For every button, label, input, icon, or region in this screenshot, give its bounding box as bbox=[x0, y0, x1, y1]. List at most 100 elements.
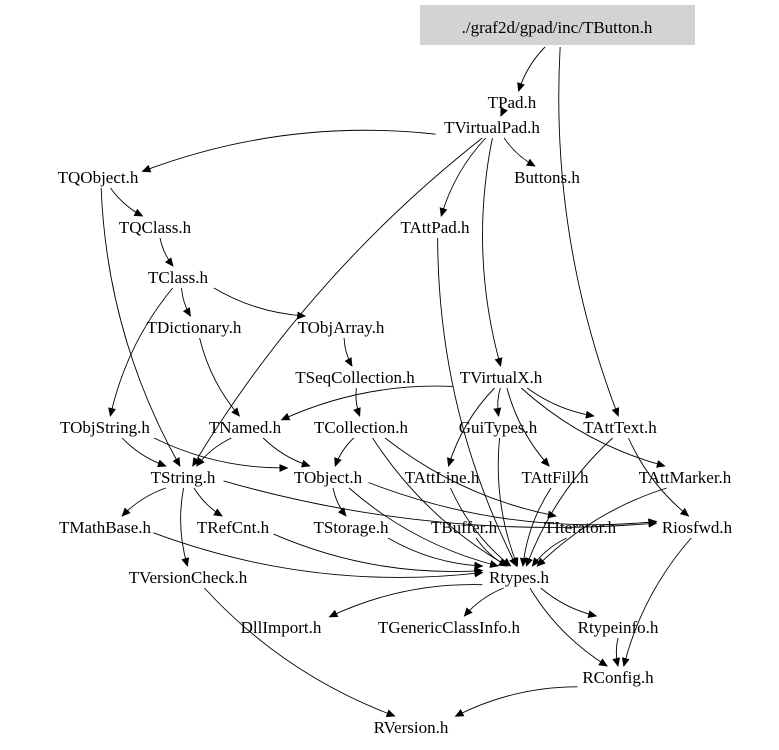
node-label: TClass.h bbox=[148, 268, 208, 287]
node-titerator[interactable]: TIterator.h bbox=[544, 518, 617, 537]
node-tvirtualx[interactable]: TVirtualX.h bbox=[460, 368, 543, 387]
edges-layer bbox=[100, 46, 692, 717]
node-guitypes[interactable]: GuiTypes.h bbox=[459, 418, 538, 437]
edge-tvirtualx-to-tatttext bbox=[526, 387, 595, 419]
edge-tcollection-to-titerator bbox=[384, 437, 557, 519]
edge-tvirtualpad-to-tstring bbox=[192, 137, 483, 467]
edge-rtypes-to-rconfig bbox=[529, 587, 608, 667]
edge-tpad-to-tvirtualpad bbox=[500, 107, 508, 117]
node-label: Rtypes.h bbox=[489, 568, 549, 587]
edge-tobject-to-tstorage bbox=[332, 487, 347, 517]
node-tattline[interactable]: TAttLine.h bbox=[405, 468, 480, 487]
node-dllimport[interactable]: DllImport.h bbox=[241, 618, 322, 637]
edge-tclass-to-tobjstring bbox=[108, 287, 173, 417]
node-tqclass[interactable]: TQClass.h bbox=[119, 218, 192, 237]
edge-tvirtualx-to-tattmarker bbox=[520, 387, 666, 468]
edge-tqobject-to-tqclass bbox=[110, 187, 144, 217]
node-tatttext[interactable]: TAttText.h bbox=[583, 418, 657, 437]
edge-rtypes-to-rtypeinfo bbox=[540, 587, 598, 619]
edge-tseqcollection-to-tcollection bbox=[353, 387, 361, 417]
node-label: Buttons.h bbox=[514, 168, 580, 187]
edge-rtypeinfo-to-rconfig bbox=[612, 637, 621, 667]
node-riosfwd[interactable]: Riosfwd.h bbox=[662, 518, 733, 537]
node-label: TCollection.h bbox=[314, 418, 408, 437]
node-label: TQClass.h bbox=[119, 218, 192, 237]
node-label: DllImport.h bbox=[241, 618, 322, 637]
edge-tbutton-to-tpad bbox=[517, 46, 546, 92]
node-label: TMathBase.h bbox=[59, 518, 152, 537]
edge-tvirtualx-to-guitypes bbox=[493, 387, 502, 417]
node-trefcnt[interactable]: TRefCnt.h bbox=[197, 518, 270, 537]
edge-tvirtualpad-to-tqobject bbox=[141, 129, 436, 173]
node-tattpad[interactable]: TAttPad.h bbox=[401, 218, 470, 237]
node-tvirtualpad[interactable]: TVirtualPad.h bbox=[444, 118, 540, 137]
edge-tattpad-to-rtypes bbox=[437, 237, 517, 567]
node-tattfill[interactable]: TAttFill.h bbox=[521, 468, 589, 487]
edge-guitypes-to-rtypes bbox=[497, 437, 519, 567]
node-tseqcollection[interactable]: TSeqCollection.h bbox=[295, 368, 415, 387]
node-label: TString.h bbox=[151, 468, 216, 487]
node-tnamed[interactable]: TNamed.h bbox=[209, 418, 282, 437]
edge-rtypes-to-dllimport bbox=[328, 584, 483, 618]
node-tbuffer[interactable]: TBuffer.h bbox=[431, 518, 498, 537]
node-tobjstring[interactable]: TObjString.h bbox=[60, 418, 150, 437]
edge-tobject-to-rtypes bbox=[348, 487, 499, 568]
node-tattmarker[interactable]: TAttMarker.h bbox=[639, 468, 732, 487]
edge-tstring-to-trefcnt bbox=[193, 487, 223, 517]
edge-riosfwd-to-rconfig bbox=[621, 537, 692, 667]
edge-tstring-to-riosfwd bbox=[223, 480, 658, 528]
edge-tobjarray-to-tseqcollection bbox=[343, 337, 353, 367]
root-node-box bbox=[420, 5, 695, 45]
node-tpad[interactable]: TPad.h bbox=[488, 93, 537, 112]
node-label: TQObject.h bbox=[58, 168, 139, 187]
node-rtypes[interactable]: Rtypes.h bbox=[489, 568, 549, 587]
node-tobjarray[interactable]: TObjArray.h bbox=[298, 318, 385, 337]
node-label: RVersion.h bbox=[374, 718, 449, 737]
node-tbutton[interactable]: ./graf2d/gpad/inc/TButton.h bbox=[420, 5, 695, 45]
node-rversion[interactable]: RVersion.h bbox=[374, 718, 449, 737]
edge-tvirtualx-to-tattline bbox=[447, 387, 495, 467]
node-label: TAttLine.h bbox=[405, 468, 480, 487]
node-label: TGenericClassInfo.h bbox=[378, 618, 521, 637]
edge-rconfig-to-rversion bbox=[454, 686, 578, 717]
node-rconfig[interactable]: RConfig.h bbox=[582, 668, 654, 687]
node-label: TIterator.h bbox=[544, 518, 617, 537]
node-tclass[interactable]: TClass.h bbox=[148, 268, 208, 287]
node-label: TVersionCheck.h bbox=[129, 568, 248, 587]
node-tmathbase[interactable]: TMathBase.h bbox=[59, 518, 152, 537]
node-label: TDictionary.h bbox=[147, 318, 242, 337]
edge-tobjstring-to-tstring bbox=[121, 437, 167, 468]
node-tdictionary[interactable]: TDictionary.h bbox=[147, 318, 242, 337]
edge-tstorage-to-rtypes bbox=[387, 537, 484, 570]
node-tcollection[interactable]: TCollection.h bbox=[314, 418, 408, 437]
edge-trefcnt-to-rtypes bbox=[273, 533, 484, 576]
edge-tdictionary-to-tnamed bbox=[199, 337, 241, 417]
edge-titerator-to-rtypes bbox=[531, 537, 567, 567]
node-tobject[interactable]: TObject.h bbox=[294, 468, 363, 487]
node-tqobject[interactable]: TQObject.h bbox=[58, 168, 139, 187]
edge-tmathbase-to-rtypes bbox=[153, 532, 484, 578]
node-label: TObject.h bbox=[294, 468, 363, 487]
node-tgenericclassinfo[interactable]: TGenericClassInfo.h bbox=[378, 618, 521, 637]
node-tversioncheck[interactable]: TVersionCheck.h bbox=[129, 568, 248, 587]
edge-tcollection-to-tobject bbox=[334, 437, 355, 467]
node-tstring[interactable]: TString.h bbox=[151, 468, 216, 487]
node-label: TAttFill.h bbox=[521, 468, 589, 487]
node-rtypeinfo[interactable]: Rtypeinfo.h bbox=[578, 618, 659, 637]
node-tstorage[interactable]: TStorage.h bbox=[313, 518, 389, 537]
edge-tobject-to-riosfwd bbox=[368, 482, 658, 527]
node-label: TVirtualPad.h bbox=[444, 118, 540, 137]
node-label: TRefCnt.h bbox=[197, 518, 270, 537]
edge-tclass-to-tdictionary bbox=[181, 287, 191, 317]
edge-tvirtualpad-to-buttons bbox=[503, 137, 536, 167]
node-label: TAttText.h bbox=[583, 418, 657, 437]
node-buttons[interactable]: Buttons.h bbox=[514, 168, 580, 187]
node-label: TVirtualX.h bbox=[460, 368, 543, 387]
edge-tbuffer-to-rtypes bbox=[475, 537, 508, 567]
edge-tclass-to-tobjarray bbox=[213, 287, 307, 320]
node-label: TObjArray.h bbox=[298, 318, 385, 337]
node-label: Riosfwd.h bbox=[662, 518, 733, 537]
edge-tobjstring-to-tobject bbox=[153, 437, 289, 473]
node-label: TSeqCollection.h bbox=[295, 368, 415, 387]
